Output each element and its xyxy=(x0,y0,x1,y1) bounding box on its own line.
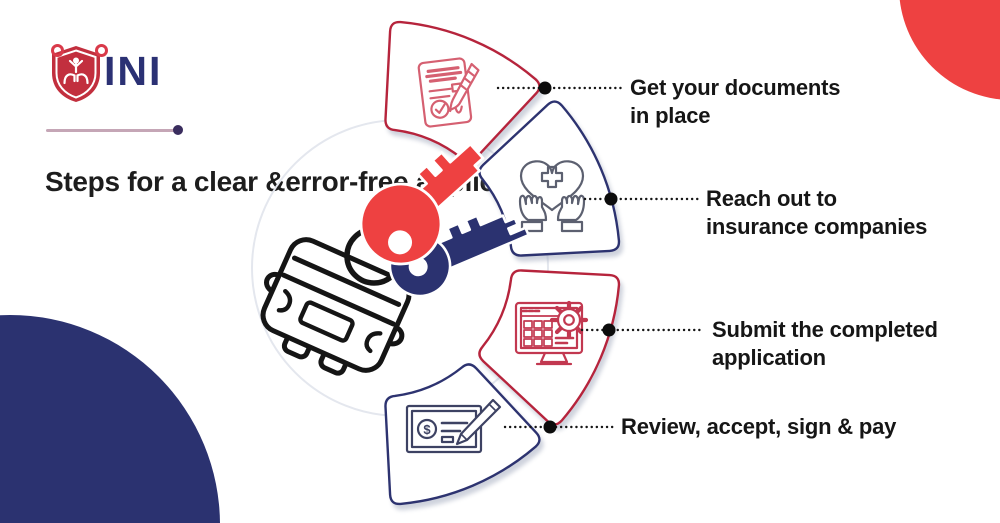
step-2-text-line1: Reach out to xyxy=(706,186,837,211)
leader-dot-step-2 xyxy=(604,192,618,206)
step-label-3: Submit the completed application xyxy=(712,316,938,372)
step-1-text-line2: in place xyxy=(630,103,711,128)
document-pen-icon xyxy=(417,57,480,128)
leader-dot-step-4 xyxy=(543,420,557,434)
step-label-4: Review, accept, sign & pay xyxy=(621,413,896,441)
step-3-text-line2: application xyxy=(712,345,826,370)
step-1-text-line1: Get your documents xyxy=(630,75,841,100)
step-4-text-line1: Review, accept, sign & pay xyxy=(621,414,897,439)
car-outline-illustration xyxy=(260,237,412,376)
brand-logo: INI xyxy=(51,44,211,105)
title-rule xyxy=(46,129,176,132)
leader-dot-step-1 xyxy=(538,81,552,95)
step-label-2: Reach out to insurance companies xyxy=(706,185,927,241)
title-rule-dot xyxy=(173,125,183,135)
brand-wordmark: INI xyxy=(104,48,163,94)
check-pencil-icon: $ xyxy=(405,398,502,454)
step-3-text-line1: Submit the completed xyxy=(712,317,938,342)
page-title-line1: Steps for a clear & xyxy=(45,165,286,197)
leader-lines xyxy=(496,81,706,434)
step-2-text-line2: insurance companies xyxy=(706,214,928,239)
logo-ring-icon xyxy=(95,44,108,57)
hands-heart-icon xyxy=(518,160,586,233)
step-label-1: Get your documents in place xyxy=(630,74,841,130)
monitor-gear-icon xyxy=(514,300,589,366)
logo-ring-icon xyxy=(51,44,64,57)
leader-dot-step-3 xyxy=(602,323,616,337)
red-key-icon xyxy=(359,142,485,266)
shield-logo-icon xyxy=(52,46,100,102)
dollar-sign: $ xyxy=(423,422,431,437)
